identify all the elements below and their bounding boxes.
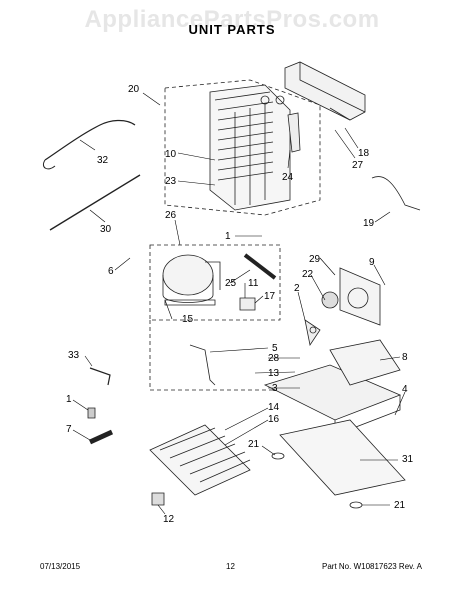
callout-31: 31 bbox=[402, 454, 414, 465]
callout-29: 29 bbox=[309, 254, 321, 265]
evaporator bbox=[149, 424, 251, 496]
callout-13: 13 bbox=[268, 368, 280, 379]
drier bbox=[243, 253, 277, 280]
top-bracket bbox=[284, 61, 366, 121]
fan-shroud bbox=[321, 267, 381, 326]
callout-12: 12 bbox=[163, 514, 175, 525]
callout-24: 24 bbox=[282, 172, 294, 183]
compressor bbox=[162, 254, 221, 306]
lower-outline bbox=[149, 320, 280, 391]
callout-30: 30 bbox=[100, 224, 112, 235]
callout-28: 28 bbox=[268, 353, 280, 364]
foot-21a bbox=[271, 452, 285, 460]
callout-6: 6 bbox=[108, 266, 114, 277]
callout-32: 32 bbox=[97, 155, 109, 166]
site-watermark: AppliancePartsPros.com bbox=[84, 6, 380, 33]
callout-27: 27 bbox=[352, 160, 364, 171]
clip-12 bbox=[151, 492, 165, 506]
callout-14: 14 bbox=[268, 402, 280, 413]
callout-21b: 21 bbox=[394, 500, 406, 511]
callout-18: 18 bbox=[358, 148, 370, 159]
drain-tube bbox=[49, 174, 141, 231]
fan-blade bbox=[304, 319, 321, 347]
footer-part-info: Part No. W10817623 Rev. A bbox=[322, 562, 422, 571]
callout-5: 5 bbox=[272, 343, 278, 354]
clip-11 bbox=[239, 297, 256, 311]
callout-19: 19 bbox=[363, 218, 375, 229]
callout-9: 9 bbox=[369, 257, 375, 268]
control-box bbox=[329, 339, 401, 386]
callout-7: 7 bbox=[66, 424, 72, 435]
callout-1a: 1 bbox=[225, 231, 231, 242]
callout-23: 23 bbox=[165, 176, 177, 187]
screw-1 bbox=[87, 407, 96, 419]
page-title: UNIT PARTS bbox=[188, 22, 276, 37]
callout-10: 10 bbox=[165, 149, 177, 160]
foot-21b bbox=[349, 501, 363, 509]
callout-2: 2 bbox=[294, 283, 300, 294]
callout-25: 25 bbox=[225, 278, 237, 289]
compressor-outline bbox=[149, 244, 281, 321]
footer-page-number: 12 bbox=[226, 562, 235, 571]
tube-7 bbox=[88, 429, 114, 445]
callout-17: 17 bbox=[264, 291, 276, 302]
callout-21a: 21 bbox=[248, 439, 260, 450]
condenser-outline bbox=[164, 79, 321, 216]
callout-4: 4 bbox=[402, 384, 408, 395]
callout-33: 33 bbox=[68, 350, 80, 361]
tube-5 bbox=[189, 344, 216, 386]
callout-1b: 1 bbox=[66, 394, 72, 405]
callout-8: 8 bbox=[402, 352, 408, 363]
callout-22: 22 bbox=[302, 269, 314, 280]
drain-tray bbox=[279, 419, 406, 496]
wire-harness bbox=[44, 119, 136, 161]
condenser-coil bbox=[209, 84, 291, 211]
harness-19 bbox=[371, 176, 421, 211]
footer-date: 07/13/2015 bbox=[40, 562, 81, 571]
clip-part bbox=[287, 112, 301, 153]
callout-26: 26 bbox=[165, 210, 177, 221]
callout-16: 16 bbox=[268, 414, 280, 425]
callout-15: 15 bbox=[182, 314, 194, 325]
callout-3: 3 bbox=[272, 383, 278, 394]
wire-33 bbox=[89, 367, 111, 386]
callout-11: 11 bbox=[248, 278, 259, 289]
callout-20: 20 bbox=[128, 84, 140, 95]
